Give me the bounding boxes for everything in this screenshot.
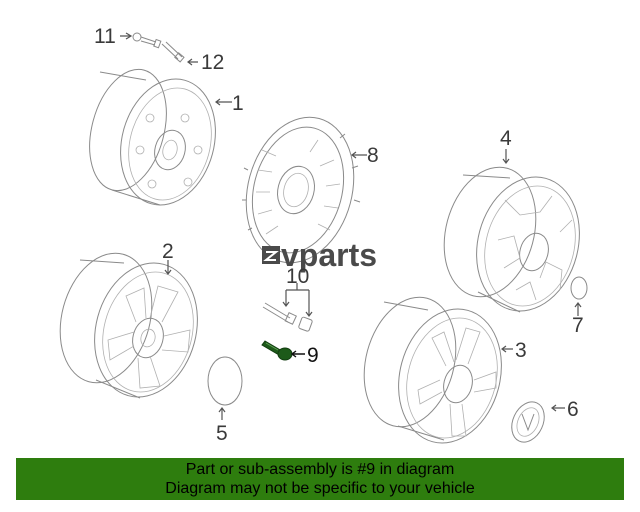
part-6-emblem-cap [511,401,545,443]
callout-5: 5 [216,422,228,445]
vparts-watermark: vparts [262,237,377,273]
part-11-bolt [132,32,162,49]
part-12-valve-stem [161,41,185,63]
callout-11: 11 [94,25,116,48]
part-4-mesh-alloy-wheel [443,166,580,313]
part-9-wheel-bolt [261,340,293,361]
part-1-steel-wheel [89,68,216,206]
part-10-bolt-and-nut [262,302,313,332]
callout-3: 3 [515,339,527,362]
part-8-wheel-cover [242,116,361,264]
watermark-text: vparts [281,237,377,273]
part-7-center-cap-small [570,276,588,300]
part-info-banner: Part or sub-assembly is #9 in diagram Di… [16,458,624,500]
banner-line-disclaimer: Diagram may not be specific to your vehi… [165,480,475,497]
callout-4: 4 [500,127,512,150]
banner-line-part-number: Part or sub-assembly is #9 in diagram [185,461,455,478]
callout-1: 1 [232,92,244,115]
callout-8: 8 [367,144,379,167]
callout-6: 6 [567,398,579,421]
callout-10: 10 [286,265,309,288]
part-3-twin-spoke-alloy-wheel [363,296,502,444]
part-2-five-spoke-alloy-wheel [59,252,198,399]
callout-7: 7 [572,314,584,337]
callout-12: 12 [201,51,224,74]
callout-9: 9 [307,344,319,367]
callout-2: 2 [162,240,174,263]
part-5-center-cap [207,356,243,406]
